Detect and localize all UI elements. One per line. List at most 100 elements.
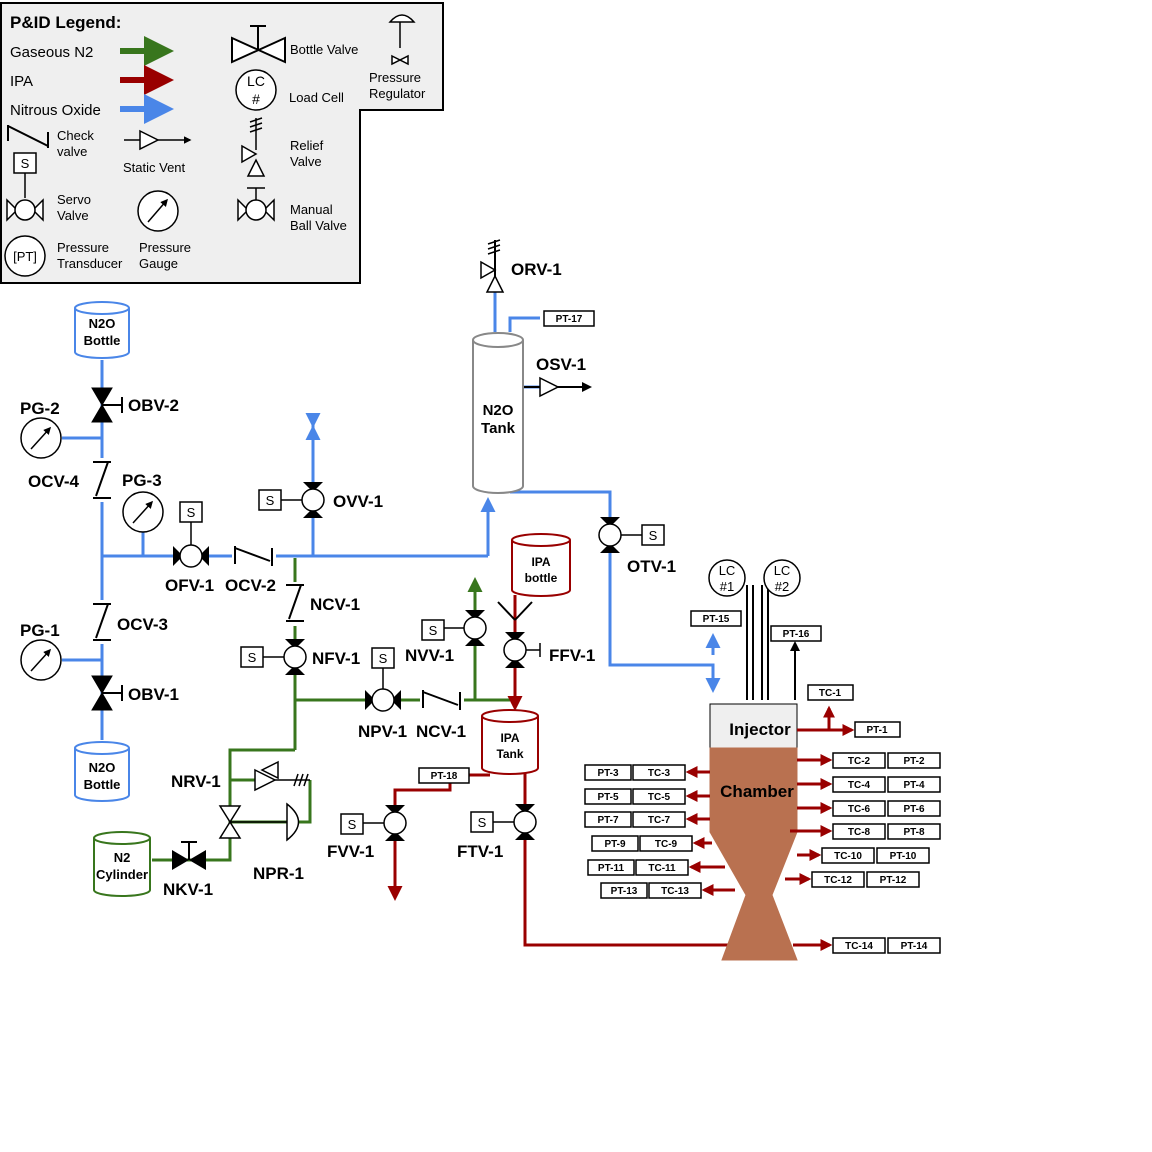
ftv-1-servo-valve-icon: S [470,804,537,840]
svg-text:bottle: bottle [525,571,558,585]
nkv-1-label: NKV-1 [163,880,213,899]
legend-relief-valve-2: Valve [290,154,322,169]
legend-pressure-regulator-1: Pressure [369,70,421,85]
tc-8-tag-box [832,823,886,840]
svg-text:Bottle: Bottle [84,333,121,348]
svg-text:S: S [187,505,196,520]
tc-1-tag: TC-1 [819,688,842,699]
legend: P&ID Legend: Gaseous N2 IPA Nitrous Oxid… [0,2,444,284]
ipa-bottle: IPA bottle [511,533,571,597]
tc-5-tag: TC-5 [648,792,671,803]
chamber-label: Chamber [720,782,794,801]
otv-1-label: OTV-1 [627,557,676,576]
tc-9-tag: TC-9 [655,839,678,850]
svg-text:S: S [21,156,30,171]
ocv-2-check-valve-icon [232,546,276,566]
fvv-1-servo-valve-icon: S [340,805,407,841]
svg-text:#: # [252,91,260,107]
ovv-1-servo-valve-icon: S [258,482,325,518]
nvv-1-servo-valve-icon: S [421,610,487,646]
legend-check-valve-1: Check [57,128,94,143]
legend-title: P&ID Legend: [10,13,121,32]
tc-14-tag: TC-14 [845,941,873,952]
legend-check-valve-icon [7,125,49,148]
sensor-tags: PT-17 PT-15 PT-16 PT-18 TC-1 PT-1 [418,310,901,784]
svg-text:Bottle: Bottle [84,777,121,792]
legend-pressure-gauge-1: Pressure [139,240,191,255]
load-cell-1: LC #1 [708,559,746,597]
svg-text:N2O: N2O [483,402,514,419]
tc-3-tag-box [632,764,686,781]
legend-bottle-valve-icon [231,25,286,64]
pt-12-tag: PT-12 [880,875,907,886]
n2o-bottle-top: N2O Bottle [74,301,130,359]
pt-12-tag-box [866,871,920,888]
pt-17-tag: PT-17 [556,314,583,325]
osv-1-label: OSV-1 [536,355,586,374]
pt-2-tag: PT-2 [903,756,925,767]
pg-2-gauge-icon [20,417,62,459]
black-lines [494,240,800,700]
tc-10-tag: TC-10 [834,851,862,862]
svg-text:LC: LC [774,563,791,578]
svg-text:#2: #2 [775,579,789,594]
svg-text:S: S [348,817,357,832]
legend-pressure-transducer-icon: [PT] [4,235,46,277]
legend-check-valve-2: valve [57,144,87,159]
pt-1-tag: PT-1 [866,725,888,736]
tc-9-tag-box [639,835,693,852]
npr-1-pressure-regulator-icon [218,802,300,842]
tc-7-tag: TC-7 [648,815,671,826]
pt-10-tag: PT-10 [890,851,917,862]
injector-label: Injector [729,720,791,739]
legend-static-vent: Static Vent [123,160,186,175]
obv-1-valve-icon [91,675,123,711]
tc-13-tag: TC-13 [661,886,689,897]
pt-6-tag-box [887,800,941,817]
pt-4-tag: PT-4 [903,780,925,791]
legend-load-cell-icon: LC # [235,69,277,111]
ncv-1-label: NCV-1 [310,595,360,614]
legend-pressure-regulator-2: Regulator [369,86,426,101]
tc-12-tag: TC-12 [824,875,852,886]
tc-14-tag-box [832,937,886,954]
tc-12-tag-box [811,871,865,888]
legend-servo-valve-1: Servo [57,192,91,207]
pt-7-tag: PT-7 [597,815,619,826]
pg-1-gauge-icon [20,639,62,681]
tc-6-tag: TC-6 [848,804,871,815]
tc-7-tag-box [632,811,686,828]
ocv-3-label: OCV-3 [117,615,168,634]
tc-4-tag-box [832,776,886,793]
svg-text:N2O: N2O [89,316,116,331]
ffv-1-manual-ball-valve-icon [497,601,541,668]
svg-text:LC: LC [247,73,265,89]
n2o-tank: N2O Tank [472,332,524,494]
tc-11-tag: TC-11 [648,863,676,874]
svg-text:IPA: IPA [500,731,519,745]
tc-2-tag-box [832,752,886,769]
svg-text:S: S [649,528,658,543]
legend-nitrous-oxide: Nitrous Oxide [10,102,101,119]
n2o-bottle-bottom: N2O Bottle [74,741,130,802]
svg-text:S: S [429,623,438,638]
pt-2-tag-box [887,752,941,769]
svg-text:Cylinder: Cylinder [96,867,148,882]
svg-text:N2: N2 [114,850,131,865]
legend-manual-ball-valve-2: Ball Valve [290,218,347,233]
legend-servo-valve-icon: S [6,152,44,222]
pt-9-tag-box [591,835,639,852]
ftv-1-label: FTV-1 [457,842,503,861]
obv-2-valve-icon [91,387,123,423]
legend-manual-ball-valve-1: Manual [290,202,333,217]
nfv-1-label: NFV-1 [312,649,360,668]
pg-1-label: PG-1 [20,621,60,640]
pg-3-gauge-icon [122,491,164,533]
pg-3-label: PG-3 [122,471,162,490]
tc-10-tag-box [821,847,875,864]
svg-text:S: S [266,493,275,508]
legend-relief-valve-icon [241,117,266,177]
legend-bottle-valve: Bottle Valve [290,42,358,57]
